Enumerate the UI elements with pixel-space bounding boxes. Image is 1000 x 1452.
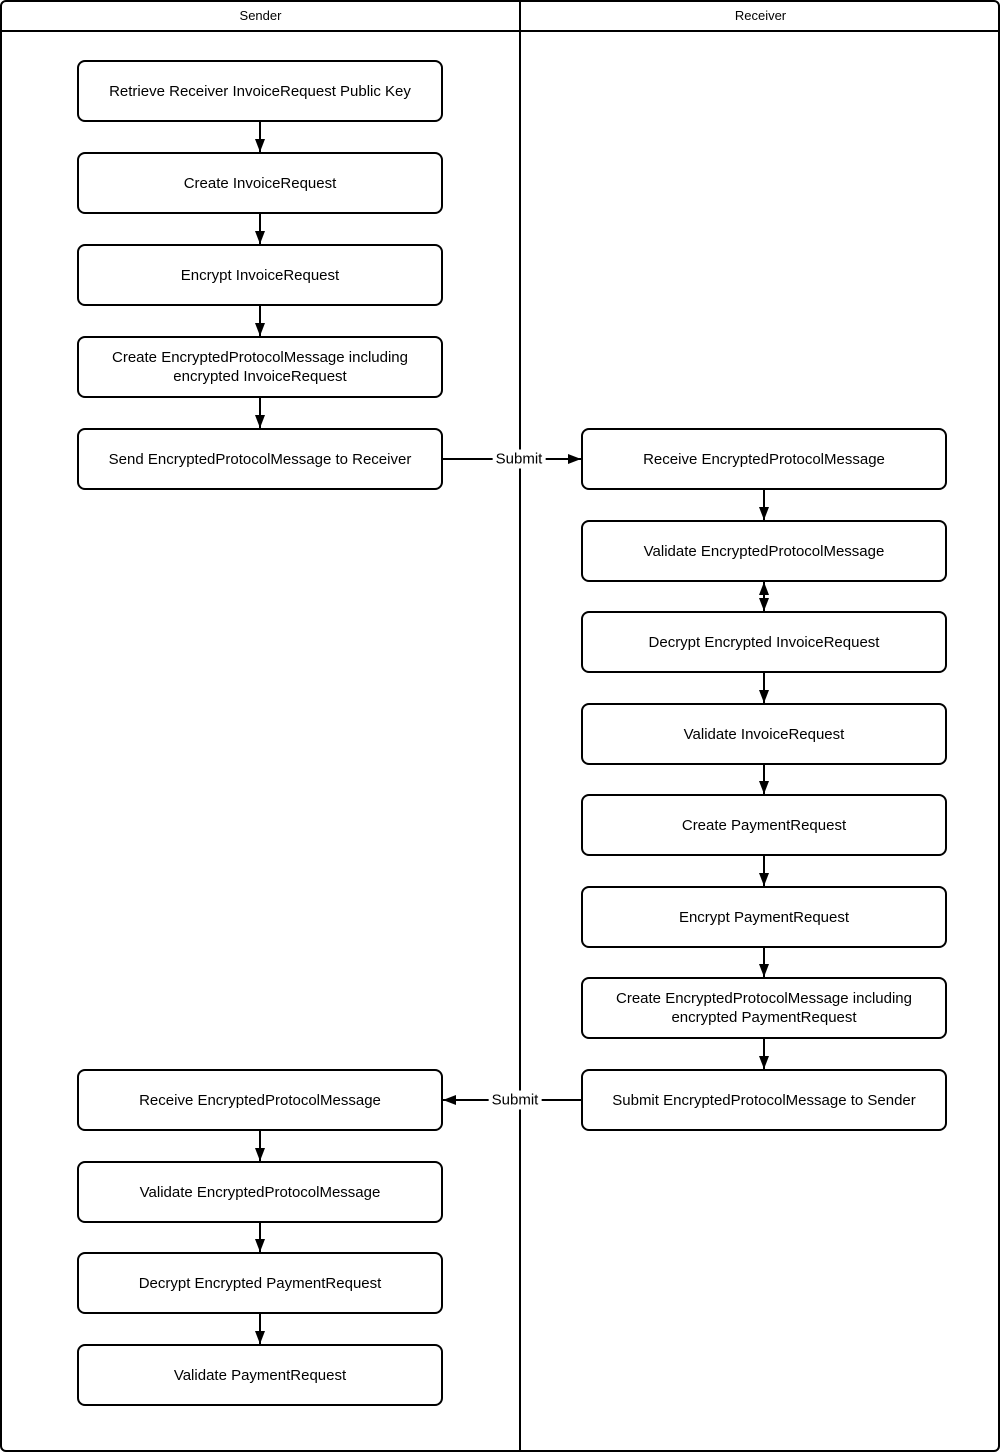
arrow-down-icon <box>255 1314 265 1344</box>
arrow-up-down-icon <box>759 582 769 611</box>
arrow-down-icon <box>759 856 769 886</box>
arrow-down-icon <box>759 673 769 703</box>
node-receiver-submit-encryptedprotocolmessage: Submit EncryptedProtocolMessage to Sende… <box>581 1069 947 1131</box>
node-receiver-decrypt-encrypted-invoicerequest: Decrypt Encrypted InvoiceRequest <box>581 611 947 673</box>
node-receiver-create-encryptedprotocolmessage: Create EncryptedProtocolMessage includin… <box>581 977 947 1039</box>
arrow-down-icon <box>759 490 769 520</box>
node-receiver-validate-invoicerequest: Validate InvoiceRequest <box>581 703 947 765</box>
lane-title-sender: Sender <box>239 8 282 23</box>
node-sender-retrieve-receiver-invoicerequest-public-key: Retrieve Receiver InvoiceRequest Public … <box>77 60 443 122</box>
node-receiver-receive-encryptedprotocolmessage: Receive EncryptedProtocolMessage <box>581 428 947 490</box>
node-sender-send-encryptedprotocolmessage: Send EncryptedProtocolMessage to Receive… <box>77 428 443 490</box>
node-receiver-validate-encryptedprotocolmessage: Validate EncryptedProtocolMessage <box>581 520 947 582</box>
node-sender-create-encryptedprotocolmessage: Create EncryptedProtocolMessage includin… <box>77 336 443 398</box>
node-receiver-encrypt-paymentrequest: Encrypt PaymentRequest <box>581 886 947 948</box>
arrow-down-icon <box>759 765 769 794</box>
lane-title-receiver: Receiver <box>734 8 787 23</box>
arrow-down-icon <box>255 1131 265 1161</box>
lane-header-separator <box>2 30 998 32</box>
arrow-down-icon <box>255 122 265 152</box>
arrow-down-icon <box>759 1039 769 1069</box>
node-sender-validate-paymentrequest: Validate PaymentRequest <box>77 1344 443 1406</box>
arrow-down-icon <box>255 306 265 336</box>
node-sender-decrypt-encrypted-paymentrequest: Decrypt Encrypted PaymentRequest <box>77 1252 443 1314</box>
arrow-down-icon <box>255 214 265 244</box>
edge-label-submit-to-receiver: Submit <box>492 449 546 469</box>
node-sender-receive-encryptedprotocolmessage: Receive EncryptedProtocolMessage <box>77 1069 443 1131</box>
node-sender-create-invoicerequest: Create InvoiceRequest <box>77 152 443 214</box>
arrow-down-icon <box>759 948 769 977</box>
arrow-down-icon <box>255 398 265 428</box>
node-sender-encrypt-invoicerequest: Encrypt InvoiceRequest <box>77 244 443 306</box>
node-sender-validate-encryptedprotocolmessage: Validate EncryptedProtocolMessage <box>77 1161 443 1223</box>
lane-divider <box>519 2 521 1450</box>
arrow-down-icon <box>255 1223 265 1252</box>
node-receiver-create-paymentrequest: Create PaymentRequest <box>581 794 947 856</box>
edge-label-submit-to-sender: Submit <box>488 1090 542 1110</box>
